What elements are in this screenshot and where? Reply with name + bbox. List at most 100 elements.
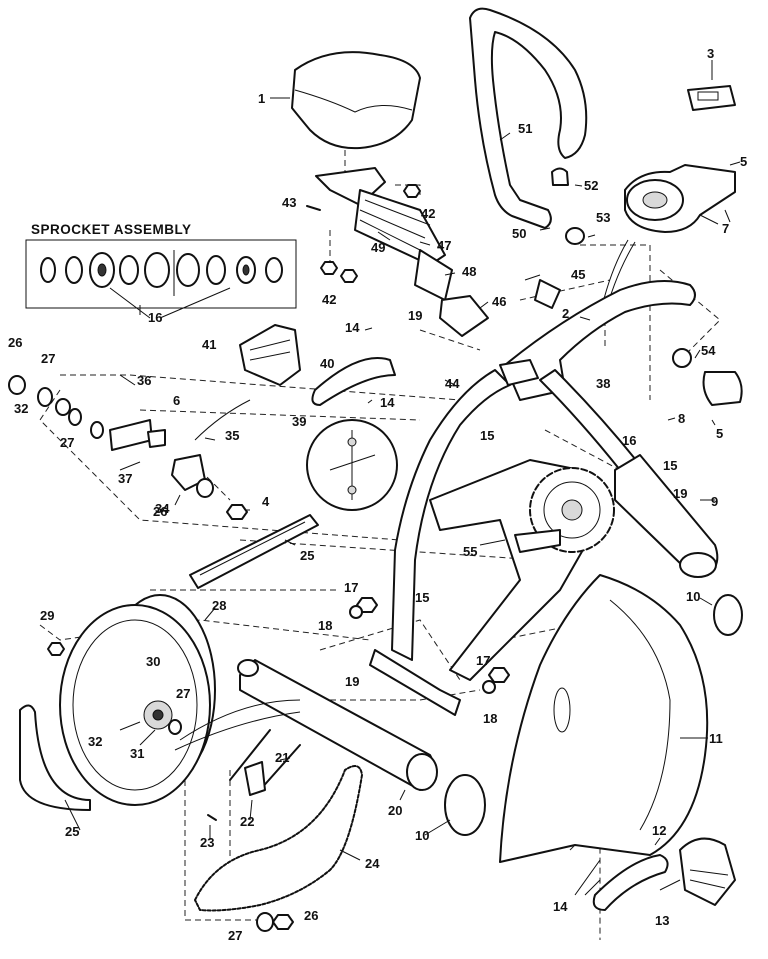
pedal-13: [679, 837, 736, 906]
flywheel-28: [59, 594, 216, 806]
callout-5-right: 5: [716, 426, 723, 441]
drive-sprocket: [514, 467, 615, 553]
callout-10-right: 10: [686, 589, 700, 604]
nut-42-top: [403, 184, 421, 198]
callout-20: 20: [388, 803, 402, 818]
callout-16-a: 16: [148, 310, 162, 325]
sprocket-assembly-parts: [40, 250, 283, 296]
rear-stabilizer: [614, 454, 719, 578]
callout-15-a: 15: [480, 428, 494, 443]
callout-3: 3: [707, 46, 714, 61]
crank-arm-40: [311, 357, 396, 406]
callout-44: 44: [445, 376, 460, 391]
bushing-53: [565, 227, 585, 245]
callout-42-a: 42: [421, 206, 435, 221]
callout-8: 8: [678, 411, 685, 426]
callout-labels: 1 2 3 4 5 5 6 7 8 9 10 10 11 12 13 14 14…: [8, 46, 747, 943]
bracket-34: [171, 454, 206, 491]
callout-21: 21: [275, 750, 289, 765]
callout-17-b: 17: [476, 653, 490, 668]
callout-7: 7: [722, 221, 729, 236]
washer-29: [47, 642, 65, 656]
callout-18-b: 18: [483, 711, 497, 726]
nut-42-bottom-right: [340, 269, 358, 283]
callout-43: 43: [282, 195, 296, 210]
callout-19-c: 19: [345, 674, 359, 689]
belt-loop-25: [19, 704, 91, 811]
callout-14-c: 14: [553, 899, 568, 914]
knob-5-right: [702, 371, 743, 406]
plate-36: [109, 419, 153, 451]
callout-19-a: 19: [408, 308, 422, 323]
callout-53: 53: [596, 210, 610, 225]
nut-42-bottom-left: [320, 261, 338, 275]
sprocket-assembly-box: SPROCKET ASSEMBLY: [25, 222, 297, 319]
callout-55: 55: [463, 544, 477, 559]
nut-4: [226, 504, 248, 520]
callout-50: 50: [512, 226, 526, 241]
nut-17-lower: [488, 667, 510, 683]
callout-4: 4: [262, 494, 270, 509]
callout-9: 9: [711, 494, 718, 509]
bolt-43: [306, 205, 321, 211]
callout-27-a: 27: [41, 351, 55, 366]
callout-6: 6: [173, 393, 180, 408]
callout-27-b: 27: [60, 435, 74, 450]
clamp-46: [439, 295, 489, 337]
callout-51: 51: [518, 121, 532, 136]
callout-18-a: 18: [318, 618, 332, 633]
knob-45: [534, 279, 561, 309]
callout-22: 22: [240, 814, 254, 829]
callout-48: 48: [462, 264, 476, 279]
callout-24: 24: [365, 856, 380, 871]
meter-3: [687, 85, 736, 111]
belt-strip-25: [189, 514, 319, 589]
callout-52: 52: [584, 178, 598, 193]
callout-26-a: 26: [8, 335, 22, 350]
callout-40: 40: [320, 356, 334, 371]
washer-27-bottom: [256, 912, 274, 932]
wheel-10-right: [713, 594, 743, 636]
callout-41: 41: [202, 337, 216, 352]
callout-14-b: 14: [380, 395, 395, 410]
callout-32-a: 32: [14, 401, 28, 416]
chain-24: [194, 765, 363, 912]
chain-guard-11: [499, 574, 709, 863]
callout-49: 49: [371, 240, 385, 255]
callout-15-c: 15: [415, 590, 429, 605]
callout-19-b: 19: [673, 486, 687, 501]
callout-34: 34: [155, 501, 170, 516]
callout-47: 47: [437, 238, 451, 253]
callout-5-top: 5: [740, 154, 747, 169]
callout-30: 30: [146, 654, 160, 669]
callout-27-c: 27: [176, 686, 190, 701]
callout-42-b: 42: [322, 292, 336, 307]
callout-25-b: 25: [65, 824, 79, 839]
handlebar: [469, 7, 588, 229]
block-6: [147, 429, 166, 448]
washer-27-mid2: [90, 421, 104, 439]
nut-26-left: [196, 478, 214, 498]
callout-35: 35: [225, 428, 239, 443]
callout-11: 11: [709, 731, 723, 746]
detail-circle-39: [306, 419, 398, 511]
callout-13: 13: [655, 913, 669, 928]
callout-29: 29: [40, 608, 54, 623]
callout-32-b: 32: [88, 734, 102, 749]
washer-54: [672, 348, 692, 368]
washer-32-left: [55, 398, 71, 416]
callout-26-b: 26: [153, 504, 167, 519]
callout-54: 54: [701, 343, 716, 358]
washer-18-upper: [349, 605, 363, 619]
nut-26-bottom: [272, 914, 294, 930]
callout-25-a: 25: [300, 548, 314, 563]
crank-arm-12: [592, 854, 669, 911]
cap-52: [551, 167, 569, 186]
screw-23: [207, 814, 217, 821]
callout-12: 12: [652, 823, 666, 838]
callout-28: 28: [212, 598, 226, 613]
tension-housing: [599, 164, 736, 319]
bolt-21: [229, 729, 301, 791]
callout-16-b: 16: [622, 433, 636, 448]
